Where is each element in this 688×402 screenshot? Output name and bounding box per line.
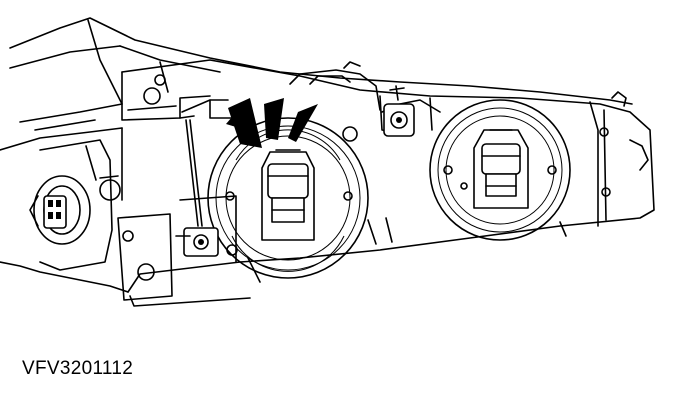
- headlamp-bulb-right: [429, 99, 571, 241]
- lower-ribs: [247, 217, 567, 283]
- left-panel: [39, 139, 121, 271]
- indicator-arrows: [226, 98, 318, 148]
- figure-reference-code: VFV3201112: [22, 358, 134, 379]
- lower-bracket: [117, 115, 251, 307]
- headlamp-housing: [121, 59, 655, 293]
- top-bracket: [289, 61, 381, 142]
- headlamp-bulb-left: [207, 117, 369, 279]
- electrical-connector: [29, 175, 91, 245]
- vehicle-body-outline: [0, 17, 633, 293]
- adjuster-screw-top: [383, 85, 415, 137]
